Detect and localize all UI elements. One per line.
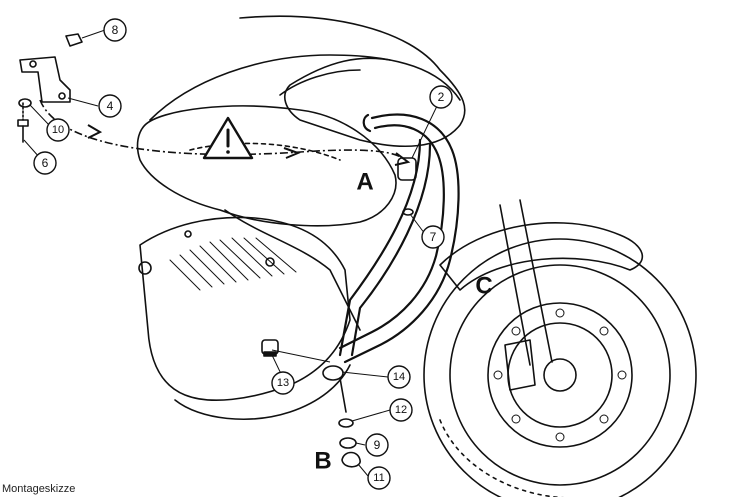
callout-12-circle xyxy=(389,398,413,422)
callout-10-label: 10 xyxy=(52,124,64,136)
callout-2-label: 2 xyxy=(438,90,445,104)
callout-10-circle xyxy=(46,118,70,142)
clamp-bracket-hole xyxy=(29,60,37,68)
callout-9-label: 9 xyxy=(374,438,381,452)
crash-bar-outer xyxy=(343,113,460,364)
windshield-edge xyxy=(279,69,361,96)
washer-7 xyxy=(402,208,414,216)
callout-7-label: 7 xyxy=(430,230,437,244)
leader-line-10 xyxy=(29,104,51,127)
washer-12 xyxy=(338,418,354,428)
assembly-path-arrow-2 xyxy=(283,147,301,159)
callout-6-circle xyxy=(33,151,57,175)
engine-bolt xyxy=(265,257,275,267)
engine-bolt xyxy=(184,230,192,238)
callout-14-label: 14 xyxy=(393,371,405,383)
engine-outline xyxy=(139,216,351,401)
callout-4-label: 4 xyxy=(107,99,114,113)
tyre-tread-hint xyxy=(439,419,566,497)
bolt-6 xyxy=(17,119,29,127)
assembly-path-arrow-3 xyxy=(394,152,411,166)
lower-mount-bolt-head xyxy=(322,365,344,381)
crash-bar-end-cap xyxy=(362,113,372,133)
brake-disc-outer xyxy=(487,302,633,448)
front-tyre-inner xyxy=(449,264,671,486)
leader-line-11 xyxy=(357,463,369,477)
bottom-caption: Montageskizze xyxy=(2,483,76,495)
crash-bar-inner xyxy=(338,124,445,350)
nut-8 xyxy=(65,33,83,47)
front-fork-left-tube xyxy=(499,204,531,366)
washer-10 xyxy=(18,98,32,108)
fairing-lower-edge xyxy=(149,54,461,121)
callout-11-circle xyxy=(367,466,391,490)
cap-nut-11 xyxy=(341,451,361,468)
leader-line-14 xyxy=(341,371,389,378)
clamp-bracket-hole xyxy=(58,92,66,100)
fuel-tank-outline xyxy=(136,105,397,227)
brake-disc-holes xyxy=(493,308,627,442)
warning-triangle-icon xyxy=(202,116,254,160)
engine-lower-cover xyxy=(174,364,351,420)
tank-trim-line xyxy=(189,142,341,161)
callout-13-label: 13 xyxy=(277,377,289,389)
leader-line-2 xyxy=(411,105,438,159)
zone-label-b: B xyxy=(314,448,331,475)
callout-13-circle xyxy=(271,371,295,395)
lower-fairing-panel xyxy=(224,209,361,331)
callout-7-circle xyxy=(421,225,445,249)
callout-11-label: 11 xyxy=(373,472,384,484)
leader-line-13b xyxy=(271,349,331,363)
front-tyre-outer xyxy=(423,238,697,497)
leader-line-9 xyxy=(355,442,366,446)
nut-9 xyxy=(339,437,357,449)
engine-bolt xyxy=(138,261,152,275)
engine-fins xyxy=(169,237,297,291)
callout-12-label: 12 xyxy=(395,404,407,416)
callout-9-circle xyxy=(365,433,389,457)
crash-bar-lower-leg-inner xyxy=(350,143,432,357)
leader-line-12 xyxy=(351,409,391,422)
brake-disc-inner xyxy=(507,322,613,428)
callout-6-label: 6 xyxy=(42,156,49,170)
clamp-bracket xyxy=(19,56,71,103)
zone-label-a: A xyxy=(356,169,373,196)
wheel-hub xyxy=(543,358,577,392)
front-mudguard xyxy=(439,221,644,291)
fairing-outline xyxy=(239,15,466,148)
crash-bar-lower-leg xyxy=(338,138,422,357)
lower-mount-bolt-shaft xyxy=(339,377,347,413)
assembly-path-arrow-1 xyxy=(87,124,103,139)
front-fork-right-tube xyxy=(519,199,553,363)
upper-mount-clamp xyxy=(397,157,417,181)
callout-8-label: 8 xyxy=(112,23,119,37)
callout-8-circle xyxy=(103,18,127,42)
callout-14-circle xyxy=(387,365,411,389)
leader-line-8 xyxy=(81,29,106,39)
callout-2-circle xyxy=(429,85,453,109)
leader-line-4 xyxy=(67,97,99,107)
callout-4-circle xyxy=(98,94,122,118)
brake-caliper xyxy=(504,339,536,391)
zone-label-c: C xyxy=(475,273,492,300)
leader-line-7 xyxy=(409,213,426,235)
lower-mount-bracket-shadow xyxy=(263,351,277,357)
